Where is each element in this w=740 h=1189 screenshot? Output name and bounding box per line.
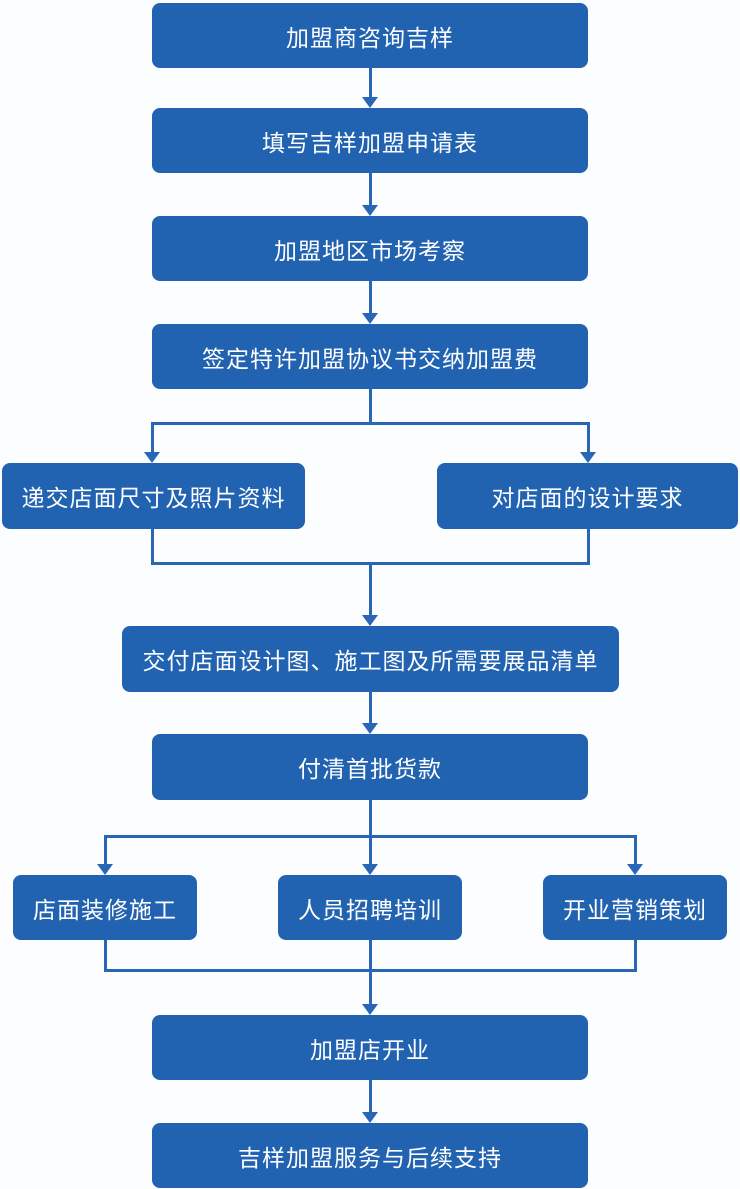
flow-node-sign: 签定特许加盟协议书交纳加盟费: [152, 324, 588, 389]
flow-node-label: 加盟店开业: [310, 1036, 430, 1063]
connector-payment-split: [368, 800, 372, 838]
connector-split-design: [586, 422, 590, 454]
arrow-down-icon: [362, 615, 378, 626]
connector-split-decorate: [103, 835, 107, 866]
flow-node-opening: 加盟店开业: [152, 1015, 588, 1080]
flow-node-design: 对店面的设计要求: [437, 463, 738, 529]
flow-node-label: 递交店面尺寸及照片资料: [21, 485, 286, 511]
flow-node-label: 开业营销策划: [563, 896, 707, 923]
flow-node-marketing: 开业营销策划: [543, 875, 727, 940]
arrow-down-icon: [144, 452, 160, 463]
flow-node-apply: 填写吉样加盟申请表: [152, 108, 588, 173]
arrow-down-icon: [627, 864, 643, 875]
connector-design-merge: [586, 529, 590, 565]
connector-consult-apply: [368, 68, 372, 99]
flow-node-label: 人员招聘培训: [298, 896, 442, 923]
flow-node-deliver: 交付店面设计图、施工图及所需要展品清单: [122, 626, 619, 692]
arrow-down-icon: [362, 723, 378, 734]
flow-node-label: 加盟地区市场考察: [274, 237, 466, 264]
connector-deliver-payment: [368, 692, 372, 725]
connector-merge-deliver: [368, 562, 372, 617]
flow-node-label: 填写吉样加盟申请表: [262, 129, 478, 156]
arrow-down-icon: [362, 1004, 378, 1015]
arrow-down-icon: [362, 205, 378, 216]
connector-split-bar: [150, 422, 590, 425]
flow-node-label: 对店面的设计要求: [491, 485, 684, 511]
arrow-down-icon: [362, 97, 378, 108]
flow-node-payment: 付清首批货款: [152, 734, 588, 800]
flow-node-consult: 加盟商咨询吉样: [152, 3, 588, 68]
arrow-down-icon: [362, 1112, 378, 1123]
flow-node-label: 吉样加盟服务与后续支持: [238, 1144, 502, 1171]
flow-node-submit: 递交店面尺寸及照片资料: [2, 463, 305, 529]
connector-survey-sign: [368, 281, 372, 315]
connector-recruit-opening: [368, 939, 372, 1006]
flow-node-recruit: 人员招聘培训: [278, 875, 462, 940]
flow-node-decorate: 店面装修施工: [13, 875, 197, 940]
arrow-down-icon: [97, 864, 113, 875]
connector-sign-split: [368, 389, 372, 425]
flow-node-label: 店面装修施工: [33, 896, 177, 923]
flow-node-label: 签定特许加盟协议书交纳加盟费: [202, 345, 538, 372]
connector-submit-merge: [150, 529, 154, 565]
flow-node-label: 交付店面设计图、施工图及所需要展品清单: [142, 648, 599, 674]
flow-node-label: 加盟商咨询吉样: [286, 24, 454, 51]
connector-split-recruit: [368, 835, 372, 866]
connector-marketing-merge: [633, 939, 637, 972]
arrow-down-icon: [362, 313, 378, 324]
flow-node-survey: 加盟地区市场考察: [152, 216, 588, 281]
connector-split-marketing: [633, 835, 637, 866]
arrow-down-icon: [580, 452, 596, 463]
connector-opening-support: [368, 1080, 372, 1114]
connector-apply-survey: [368, 173, 372, 207]
flow-node-label: 付清首批货款: [298, 756, 442, 782]
connector-split-submit: [150, 422, 154, 454]
arrow-down-icon: [362, 864, 378, 875]
connector-decorate-merge: [103, 939, 107, 972]
flow-node-support: 吉样加盟服务与后续支持: [152, 1123, 588, 1188]
